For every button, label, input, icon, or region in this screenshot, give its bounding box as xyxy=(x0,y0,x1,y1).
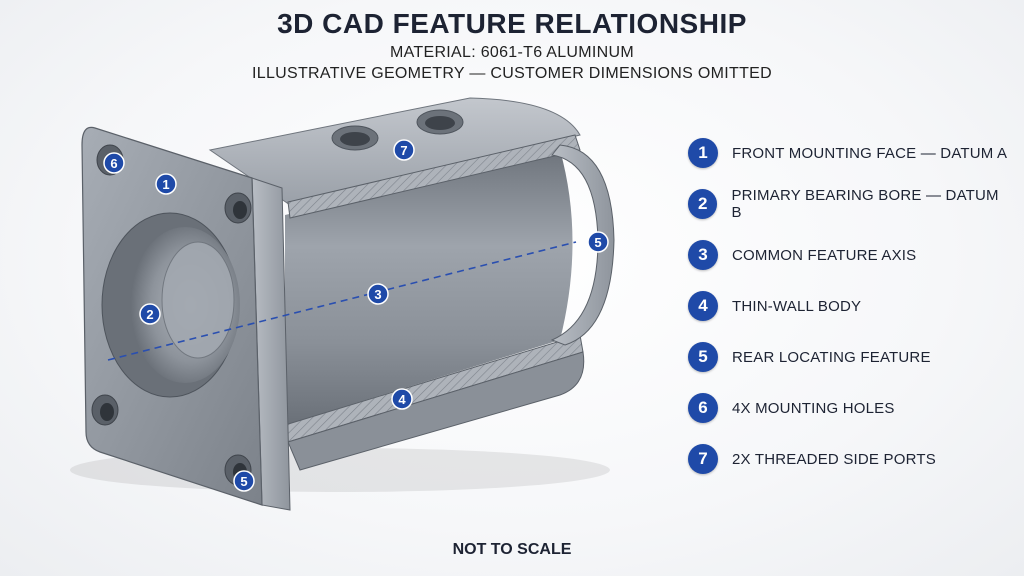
feature-axis-line xyxy=(107,241,577,361)
callout-7: 7 xyxy=(393,139,415,161)
svg-text:5: 5 xyxy=(594,235,601,250)
svg-text:3: 3 xyxy=(374,287,381,302)
callout-2: 2 xyxy=(139,303,161,325)
legend-badge: 5 xyxy=(688,342,718,372)
legend-item-4: 4 THIN-WALL BODY xyxy=(688,291,861,321)
legend-item-5: 5 REAR LOCATING FEATURE xyxy=(688,342,931,372)
legend-item-1: 1 FRONT MOUNTING FACE — DATUM A xyxy=(688,138,1007,168)
svg-text:7: 7 xyxy=(400,143,407,158)
top-wall-section xyxy=(287,134,581,219)
svg-text:5: 5 xyxy=(240,474,247,489)
legend-badge: 3 xyxy=(688,240,718,270)
diagram-title: 3D CAD FEATURE RELATIONSHIP xyxy=(277,8,747,39)
legend-label: 2X THREADED SIDE PORTS xyxy=(732,450,936,468)
legend-label: FRONT MOUNTING FACE — DATUM A xyxy=(732,144,1008,162)
legend-label: 4X MOUNTING HOLES xyxy=(732,399,895,417)
legend-label: THIN-WALL BODY xyxy=(732,297,862,315)
geometry-note: ILLUSTRATIVE GEOMETRY — CUSTOMER DIMENSI… xyxy=(252,65,772,82)
legend-item-6: 6 4X MOUNTING HOLES xyxy=(688,393,895,423)
legend-item-2: 2 PRIMARY BEARING BORE — DATUM B xyxy=(688,187,1008,221)
rear-ring xyxy=(550,144,615,346)
scale-note: NOT TO SCALE xyxy=(452,541,572,558)
callout-1: 1 xyxy=(155,173,177,195)
legend-label: COMMON FEATURE AXIS xyxy=(732,246,917,264)
bearing-bore-step xyxy=(161,241,235,359)
callout-5-flange: 5 xyxy=(233,470,255,492)
legend-label: REAR LOCATING FEATURE xyxy=(732,348,931,366)
legend-badge: 4 xyxy=(688,291,718,321)
callout-5-rear: 5 xyxy=(587,231,609,253)
tube-inner-cavity xyxy=(285,150,573,425)
legend-label: PRIMARY BEARING BORE — DATUM B xyxy=(731,187,999,221)
svg-text:4: 4 xyxy=(398,392,406,407)
threaded-side-ports xyxy=(331,109,464,151)
callout-6: 6 xyxy=(103,152,125,174)
legend-item-3: 3 COMMON FEATURE AXIS xyxy=(688,240,916,270)
legend-badge: 2 xyxy=(688,189,718,219)
legend-item-7: 7 2X THREADED SIDE PORTS xyxy=(688,444,936,474)
svg-text:6: 6 xyxy=(110,156,117,171)
svg-text:2: 2 xyxy=(146,307,153,322)
bottom-wall-outer xyxy=(287,351,585,471)
svg-text:1: 1 xyxy=(162,177,169,192)
callout-3: 3 xyxy=(367,283,389,305)
callout-4: 4 xyxy=(391,388,413,410)
legend-badge: 6 xyxy=(688,393,718,423)
legend-badge: 1 xyxy=(688,138,718,168)
legend-badge: 7 xyxy=(688,444,718,474)
material-note: MATERIAL: 6061-T6 ALUMINUM xyxy=(389,44,634,61)
